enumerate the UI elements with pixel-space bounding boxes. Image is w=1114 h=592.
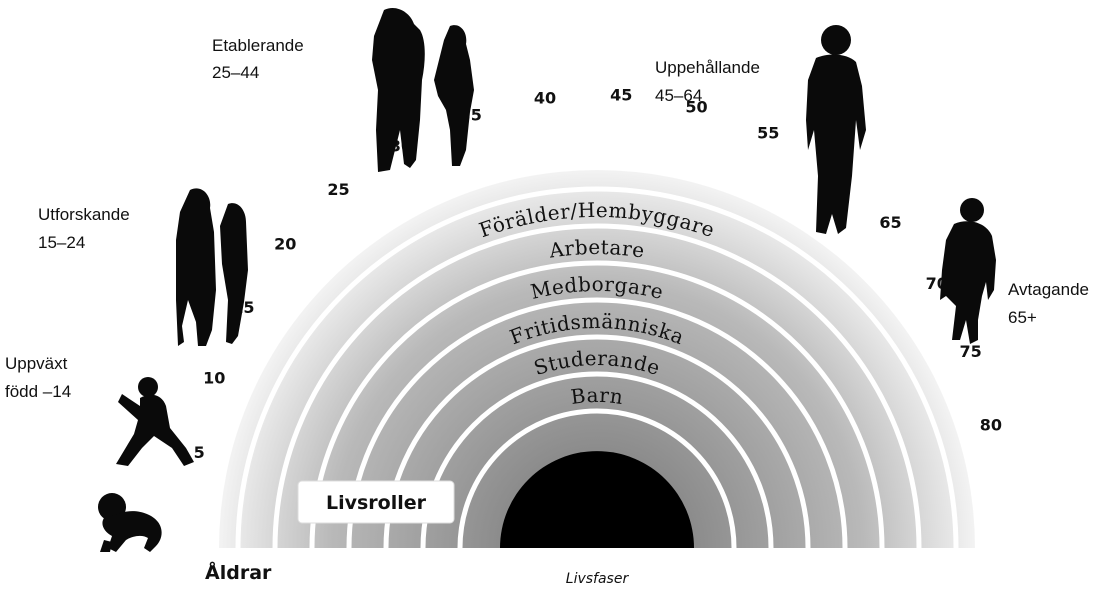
stage-name: Uppväxt — [5, 354, 68, 373]
ring-separator — [420, 371, 774, 549]
rainbow-bands — [219, 170, 975, 549]
age-label: 20 — [274, 234, 296, 253]
age-label: 5 — [194, 443, 205, 462]
teens-silhouette-icon — [176, 188, 248, 346]
stage-label-avtagande: Avtagande 65+ — [1008, 280, 1089, 327]
age-label: 55 — [757, 124, 779, 143]
stage-name: Etablerande — [212, 36, 304, 55]
stage-range: 25–44 — [212, 63, 259, 82]
age-label: 40 — [534, 88, 556, 107]
stage-range: 15–24 — [38, 233, 85, 252]
age-label: 25 — [327, 180, 349, 199]
stage-label-utforskande: Utforskande 15–24 — [38, 205, 130, 252]
man-silhouette-icon — [806, 25, 866, 234]
stage-name: Utforskande — [38, 205, 130, 224]
stage-name: Avtagande — [1008, 280, 1089, 299]
life-stages-caption: Livsfaser — [566, 571, 630, 587]
stage-label-uppehallande: Uppehållande 45–64 — [655, 58, 760, 105]
stage-label-etablerande: Etablerande 25–44 — [212, 36, 304, 82]
age-label: 50 — [685, 98, 707, 117]
ages-axis-label: Åldrar — [205, 560, 272, 584]
age-label: 80 — [980, 416, 1002, 435]
child-silhouette-icon — [116, 377, 194, 466]
stage-name: Uppehållande — [655, 58, 760, 77]
ring-separator — [457, 408, 737, 549]
roles-box-label: Livsroller — [326, 492, 427, 514]
age-label: 45 — [610, 86, 632, 105]
ring-separator — [383, 334, 811, 549]
elderly-silhouette-icon — [940, 198, 996, 344]
stage-range: 65+ — [1008, 308, 1037, 327]
ring-separator — [272, 223, 922, 549]
ring-separator — [346, 297, 848, 549]
ring-separator — [309, 260, 885, 549]
role-label: Arbetare — [547, 235, 647, 263]
age-label: 65 — [879, 213, 901, 232]
age-label: 75 — [959, 342, 981, 361]
role-label: Barn — [569, 383, 625, 409]
roles-box: Livsroller — [297, 480, 455, 524]
baby-silhouette-icon — [98, 493, 162, 552]
couple-silhouette-icon — [372, 7, 474, 172]
age-label: 10 — [203, 369, 225, 388]
stage-range: 45–64 — [655, 86, 702, 105]
ring-separator — [235, 186, 959, 549]
rainbow-core — [500, 451, 694, 548]
stage-range: född –14 — [5, 382, 71, 401]
stage-label-uppvaxt: Uppväxt född –14 — [5, 354, 71, 401]
